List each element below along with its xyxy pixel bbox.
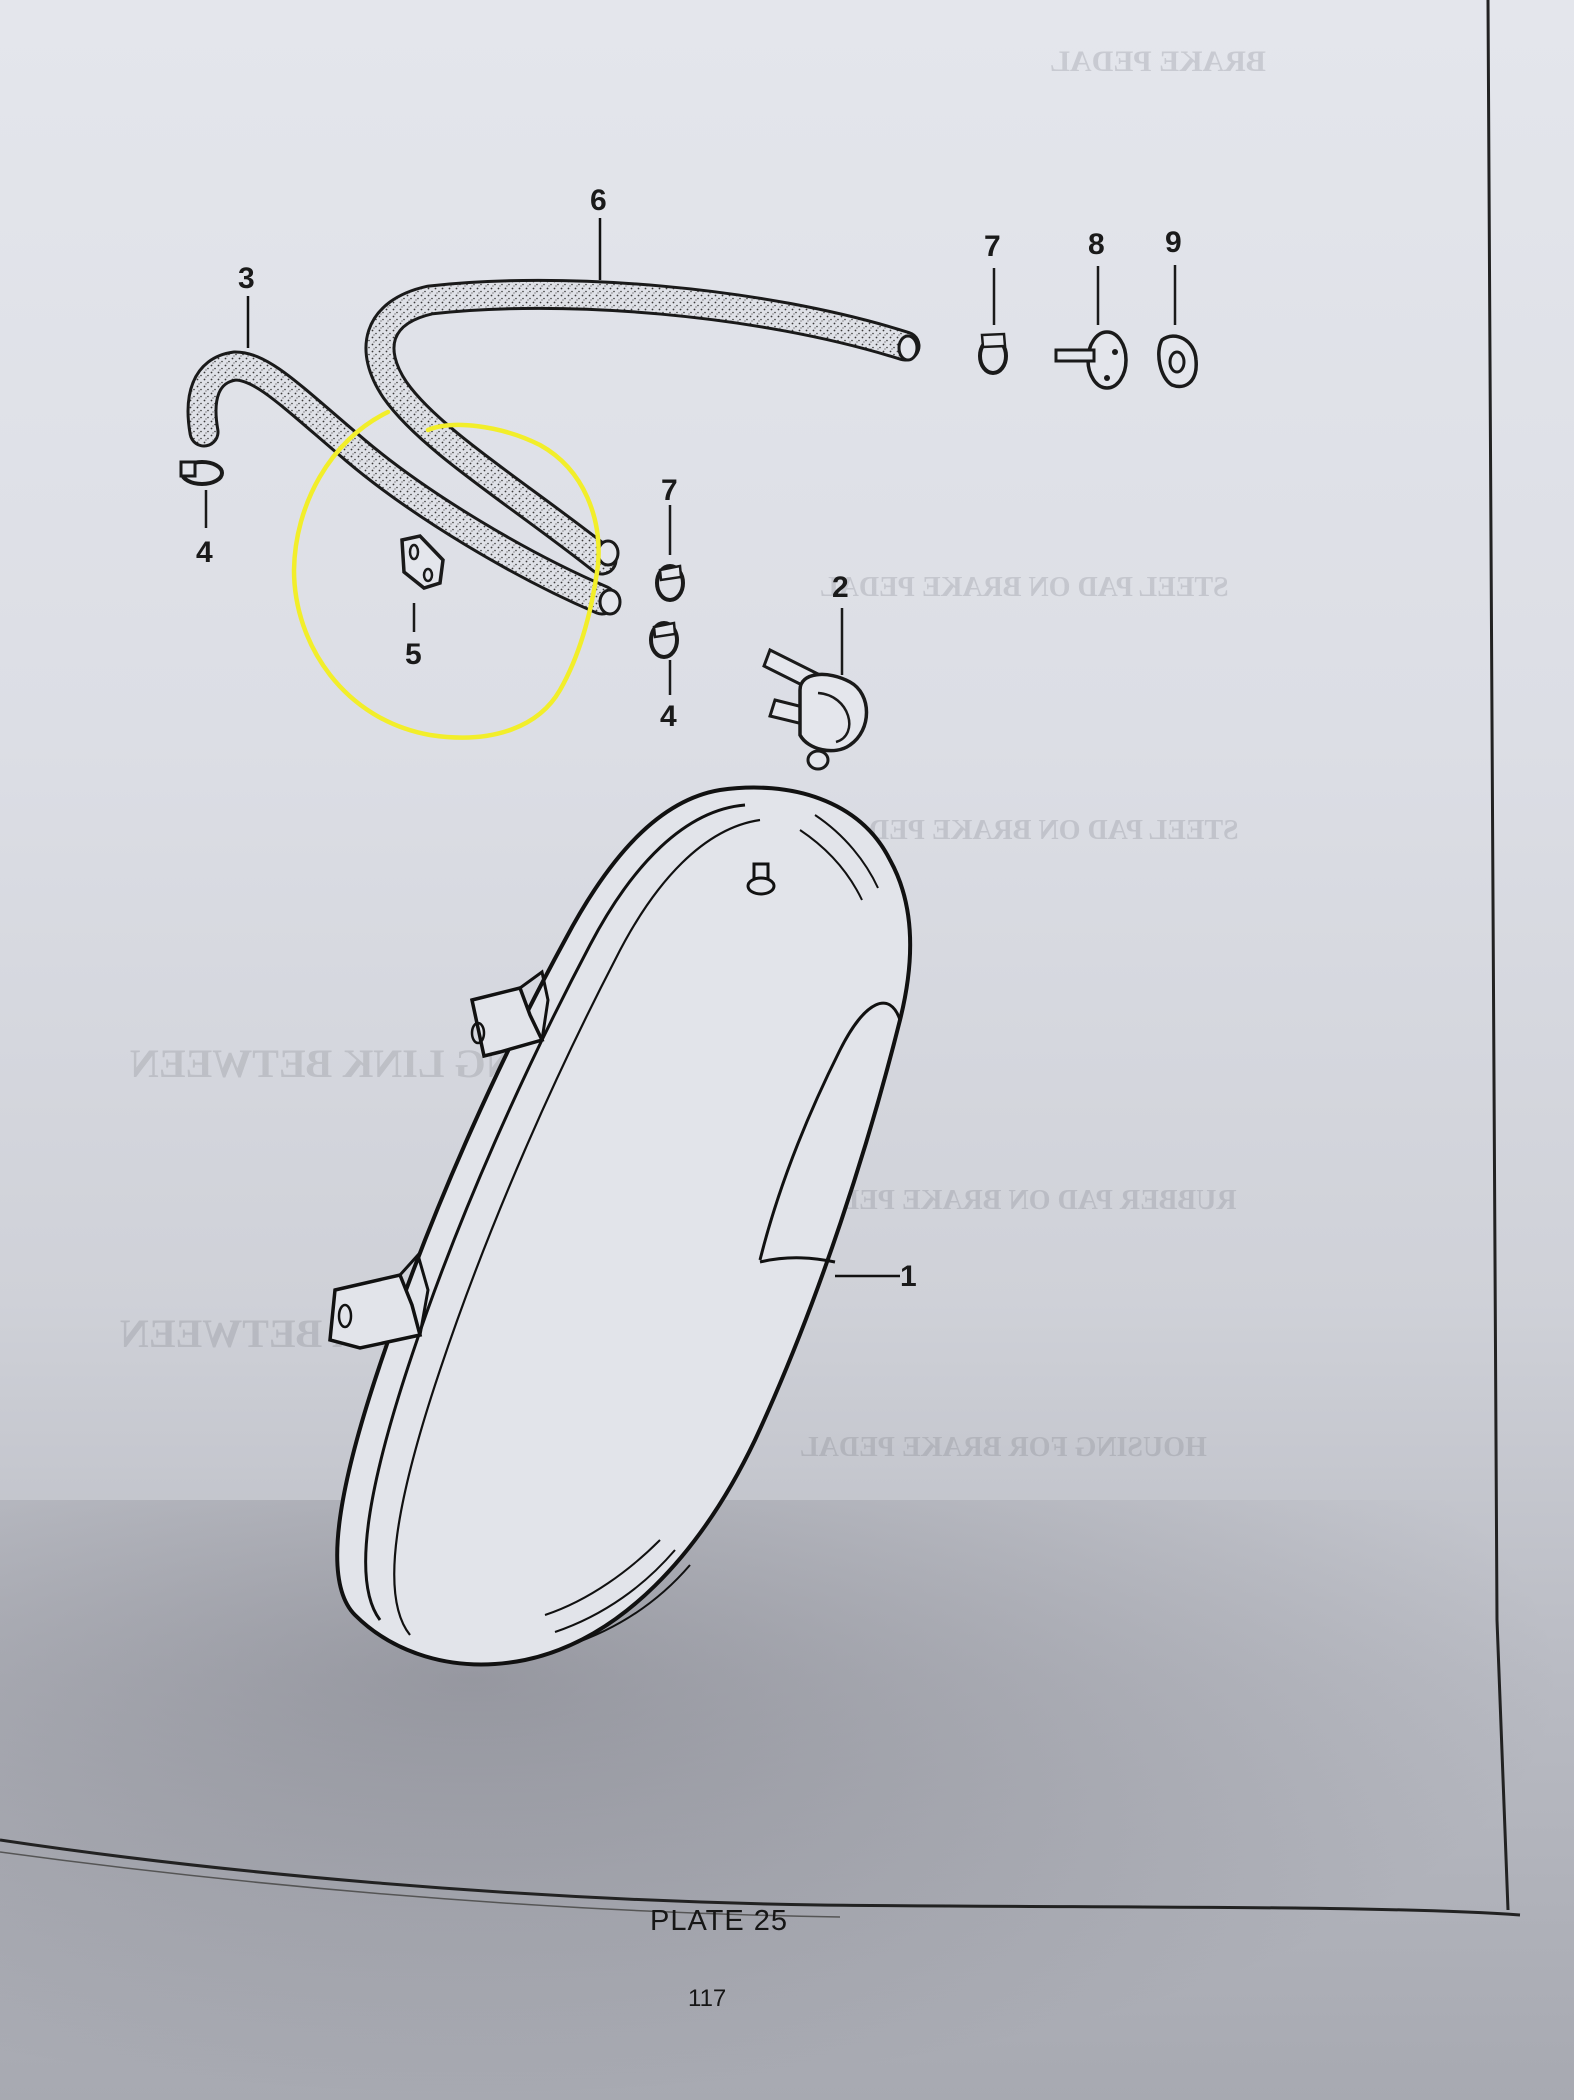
plate-caption: PLATE 25 bbox=[650, 1905, 789, 1937]
callout-8: 8 bbox=[1088, 228, 1105, 261]
hose-clip-part-7-right bbox=[978, 268, 1008, 375]
page-bottom-edge-2 bbox=[0, 1851, 841, 1918]
page-right-edge bbox=[1486, 0, 1510, 1911]
hose-part-6 bbox=[364, 278, 921, 576]
callout-4-left: 4 bbox=[196, 536, 213, 569]
hose-clip-part-4-middle bbox=[649, 621, 679, 695]
callout-7-right: 7 bbox=[984, 230, 1001, 263]
bracket-part-5 bbox=[400, 534, 445, 632]
callout-6: 6 bbox=[590, 184, 607, 217]
page-number: 117 bbox=[688, 1985, 727, 2012]
vacuum-tank-part-1 bbox=[328, 785, 913, 1667]
yellow-highlight-circle bbox=[291, 409, 601, 740]
hand-shadow bbox=[0, 1500, 1574, 2100]
callout-5: 5 bbox=[405, 638, 422, 671]
callout-1: 1 bbox=[900, 1260, 917, 1293]
callout-4-middle: 4 bbox=[660, 700, 677, 733]
callout-2: 2 bbox=[832, 571, 849, 604]
page-bottom-edge bbox=[0, 1838, 1521, 1917]
callout-7-middle: 7 bbox=[661, 474, 678, 507]
connector-part-2 bbox=[762, 608, 869, 771]
callout-9: 9 bbox=[1165, 226, 1182, 259]
hose-clip-part-4-left bbox=[179, 460, 224, 528]
hose-clip-part-7-middle bbox=[655, 505, 685, 602]
stud-plate-part-8 bbox=[1054, 266, 1128, 390]
hose-part-3 bbox=[186, 350, 622, 616]
gasket-part-9 bbox=[1157, 265, 1198, 389]
callout-3: 3 bbox=[238, 262, 255, 295]
